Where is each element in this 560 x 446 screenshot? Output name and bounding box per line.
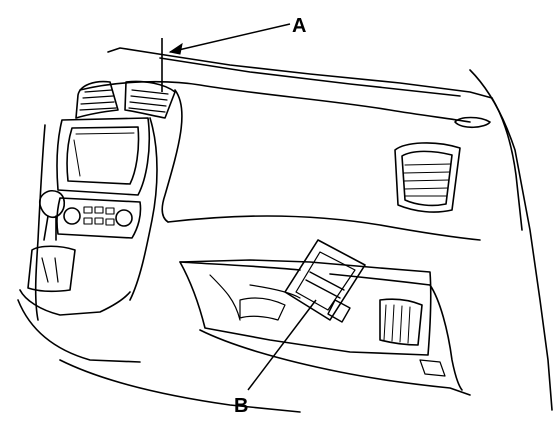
right-vent-inner [401,150,453,207]
climate-panel [56,197,142,239]
shift-knob [38,190,66,219]
access-panel-inner [295,251,356,311]
callout-a-label: A [292,15,306,37]
right-pillar-inner [491,97,523,231]
shift-slot [41,257,59,283]
right-lower-vent-slats [383,304,411,344]
right-pillar [469,69,553,411]
floor-line [59,359,301,413]
display-reflection [73,132,135,177]
dash-curve-left [161,89,183,223]
center-display [66,126,140,185]
right-lower-trim [429,284,463,391]
console-frame-right [129,117,158,301]
callout-b-label: B [234,395,248,417]
right-vent [394,142,461,213]
center-vent-slats [79,89,169,113]
right-lower-vent [379,298,423,346]
dash-lower-sweep [167,215,481,241]
console-bezel [56,117,151,196]
lower-console-base [17,299,141,363]
center-vent-right [124,80,176,119]
climate-knob-right [115,209,133,227]
glovebox-inner-left [209,274,301,321]
glovebox-opening [179,259,432,356]
lower-console [19,289,131,316]
glovebox-items [239,297,286,321]
shift-gate [27,245,76,293]
console-frame [34,124,46,321]
callout-b-leader [247,299,317,391]
shift-stem [43,215,57,241]
windshield-line [159,57,461,97]
climate-buttons [83,206,115,226]
center-vent-left [75,80,119,119]
access-panel [284,239,366,321]
dash-top-speaker [454,116,491,129]
callout-b: B [234,299,317,417]
right-vent-slats [403,163,452,197]
callout-a: A [161,15,306,92]
callout-a-leader [169,23,291,53]
dash-top-edge [107,47,493,99]
lower-bracket [419,359,446,377]
glovebox-lid-edge [179,261,431,286]
kick-panel [199,329,471,396]
callout-a-arrowhead [168,42,183,55]
climate-knob-left [63,207,81,225]
dash-upper-panel [79,80,471,123]
filter-tool [305,271,351,323]
